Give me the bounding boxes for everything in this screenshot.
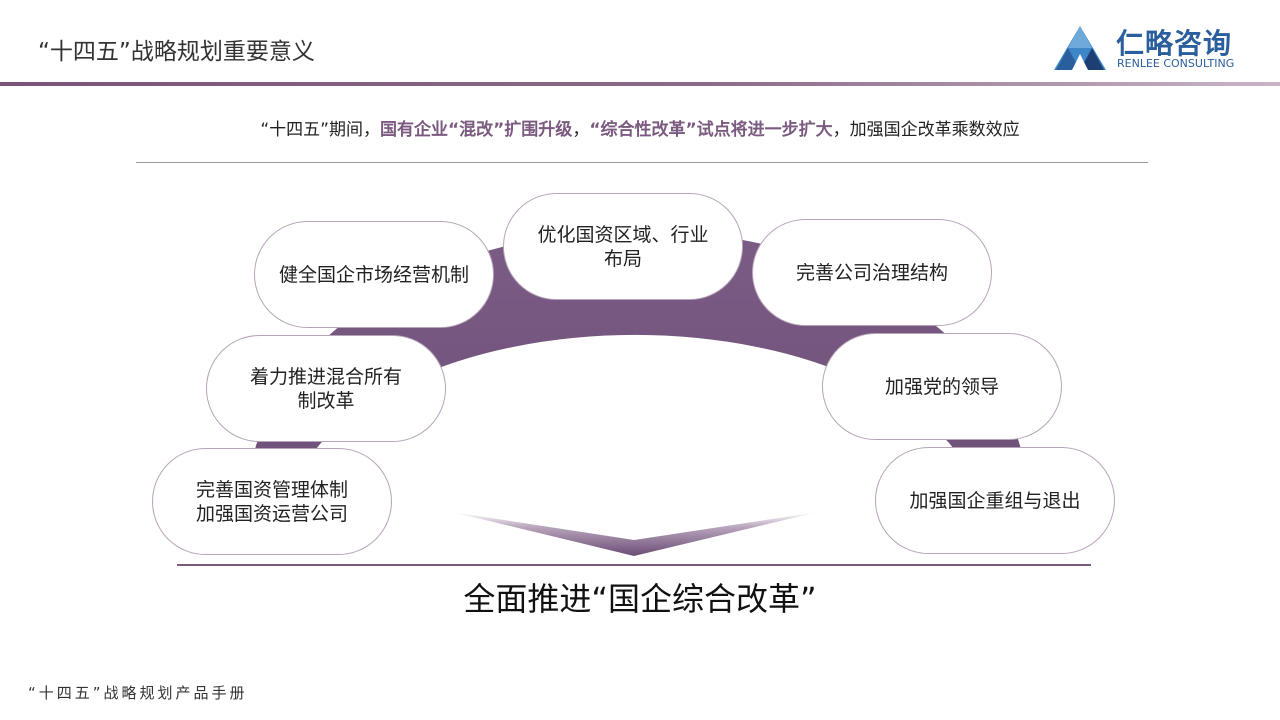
item-line: 加强国资运营公司 <box>195 502 348 525</box>
conclusion-text: 全面推进“国企综合改革” <box>463 580 817 618</box>
item-line: 完善国资管理体制 <box>195 478 348 501</box>
footer-text: “十四五”战略规划产品手册 <box>28 684 248 702</box>
subtitle-highlight: 国有企业“混改”扩围升级 <box>379 120 573 140</box>
subtitle-part: “十四五”期间， <box>260 120 380 140</box>
item-line: 加强党的领导 <box>884 375 999 398</box>
subtitle-divider <box>136 162 1148 163</box>
item-line: 优化国资区域、行业 <box>537 223 709 246</box>
item-line: 制改革 <box>297 389 355 412</box>
item-line: 加强国企重组与退出 <box>909 489 1081 512</box>
item-party-leadership: 加强党的领导 <box>822 333 1062 440</box>
conclusion-divider <box>177 564 1091 566</box>
item-market-mechanism: 健全国企市场经营机制 <box>254 221 494 328</box>
subtitle-part: ，加强国企改革乘数效应 <box>832 120 1020 140</box>
item-line: 着力推进混合所有 <box>249 365 402 388</box>
company-logo: 仁略咨询 RENLEE CONSULTING <box>1052 22 1252 74</box>
convergence-chevron <box>452 512 818 556</box>
item-line: 布局 <box>603 247 642 270</box>
subtitle-highlight: “综合性改革”试点将进一步扩大 <box>589 120 833 140</box>
item-state-capital-management: 完善国资管理体制 加强国资运营公司 <box>152 448 392 555</box>
triangle-logo-icon <box>1054 26 1106 70</box>
item-corporate-governance: 完善公司治理结构 <box>752 219 992 326</box>
item-restructuring-exit: 加强国企重组与退出 <box>875 447 1115 554</box>
page-title: “十四五”战略规划重要意义 <box>38 39 315 65</box>
item-layout-optimization: 优化国资区域、行业 布局 <box>503 193 743 300</box>
logo-name-en: RENLEE CONSULTING <box>1117 57 1235 70</box>
subtitle-part: ， <box>572 120 590 140</box>
header-divider <box>0 82 1280 86</box>
item-mixed-ownership: 着力推进混合所有 制改革 <box>206 335 446 442</box>
item-line: 完善公司治理结构 <box>795 261 948 284</box>
logo-name-cn: 仁略咨询 <box>1116 27 1233 60</box>
subtitle: “十四五”期间，国有企业“混改”扩围升级，“综合性改革”试点将进一步扩大，加强国… <box>0 115 1280 140</box>
item-line: 健全国企市场经营机制 <box>278 263 469 286</box>
